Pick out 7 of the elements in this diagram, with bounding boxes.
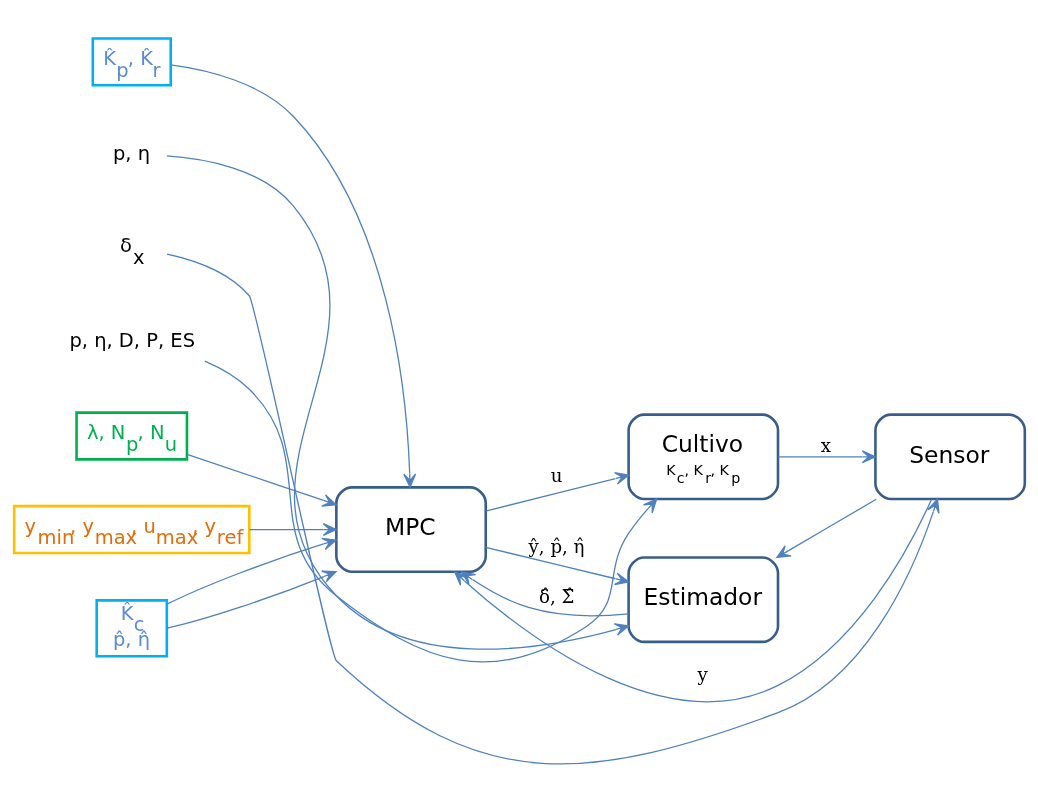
edge-label: y [696, 663, 708, 685]
edge-label: u [550, 464, 562, 486]
node-text: p, η, D, P, ES [68, 329, 195, 353]
edge-label: ŷ, p̂, η̂ [528, 536, 584, 558]
node-text: p, η [112, 141, 150, 165]
edge-label: x [820, 434, 831, 456]
edge-label: δ̂, Σ̂ [538, 585, 574, 607]
